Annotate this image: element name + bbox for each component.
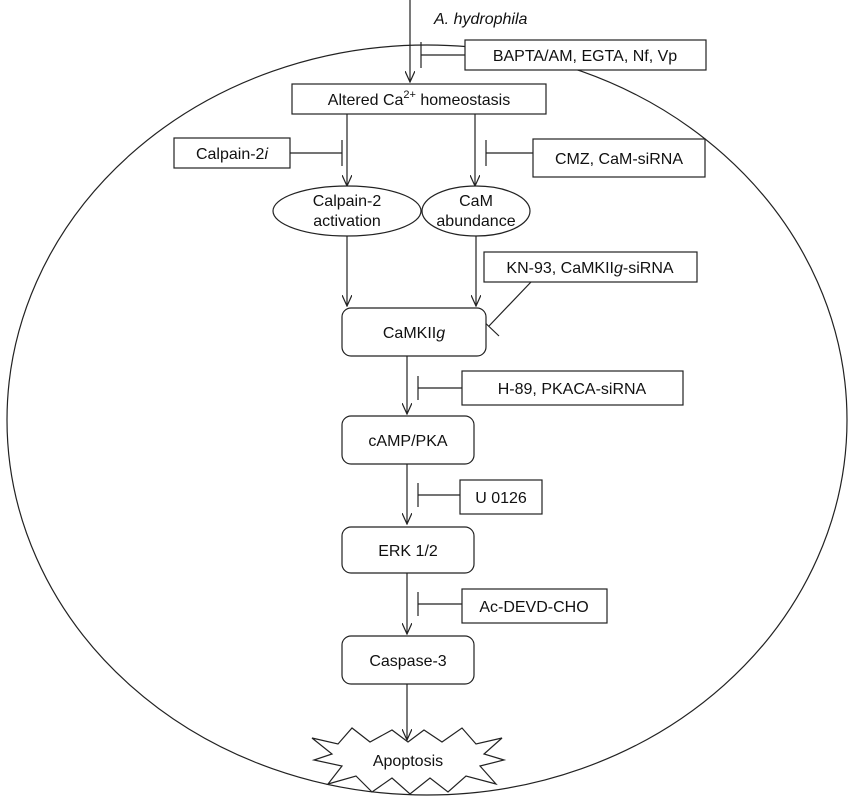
bapta-inhibitor-label: BAPTA/AM, EGTA, Nf, Vp: [493, 48, 677, 65]
erk-node: [341, 526, 475, 574]
altered-ca-node: [291, 83, 547, 115]
caspase3-node: [341, 635, 475, 685]
h89-inhibitor-label: H-89, PKACA-siRNA: [498, 381, 647, 398]
acdevd-inhibitor-label: Ac-DEVD-CHO: [479, 599, 588, 616]
apoptosis-burst: [311, 727, 507, 795]
camp-pka-label: cAMP/PKA: [368, 433, 447, 450]
cam-abundance-line2: abundance: [436, 213, 515, 230]
altered-ca-label: Altered Ca2+ homeostasis: [328, 89, 510, 109]
cmz-inhibitor-label: CMZ, CaM-siRNA: [555, 151, 683, 168]
cell-membrane: [6, 44, 848, 796]
u0126-inhibitor-label: U 0126: [475, 490, 527, 507]
caspase3-label: Caspase-3: [369, 653, 446, 670]
apoptosis-label: Apoptosis: [373, 753, 443, 770]
cmz-inhibitor-box: [532, 138, 706, 178]
kn93-inhibition-line: [488, 281, 532, 327]
camkii-node: [341, 307, 487, 357]
camkii-label: CaMKIIg: [383, 325, 445, 342]
camp-pka-node: [341, 415, 475, 465]
calpain2-activation-line2: activation: [313, 213, 381, 230]
u0126-inhibitor-box: [459, 479, 543, 515]
kn93-inhibitor-box: [483, 251, 698, 283]
h89-inhibitor-box: [461, 370, 684, 406]
organism-label: A. hydrophila: [433, 11, 527, 28]
cam-abundance-line1: CaM: [459, 193, 493, 210]
kn93-inhibitor-label: KN-93, CaMKIIg-siRNA: [506, 260, 673, 277]
acdevd-inhibitor-box: [461, 588, 608, 624]
calpain2-activation-line1: Calpain-2: [313, 193, 382, 210]
calpain2i-inhibitor-label: Calpain-2i: [196, 146, 268, 163]
bapta-inhibitor-box: [464, 39, 707, 71]
erk-label: ERK 1/2: [378, 543, 438, 560]
